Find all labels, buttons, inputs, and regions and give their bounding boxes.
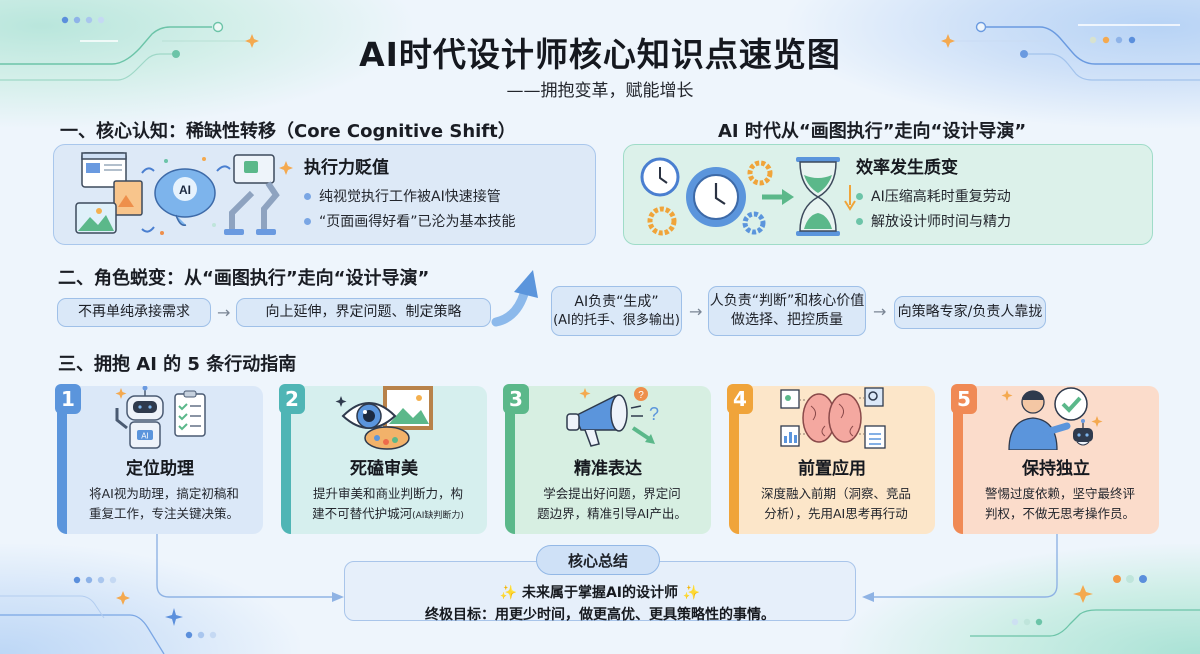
card-number: 3 — [503, 384, 529, 414]
card-number: 4 — [727, 384, 753, 414]
flow-arrow-icon: → — [217, 303, 231, 322]
flow-step-1: 不再单纯承接需求 — [57, 298, 211, 327]
action-card-3: 3 ? ? 精准表达 学会提出好问题，界定问题边界，精准引导AI产出。 — [503, 384, 711, 534]
panel-title: 执行力贬值 — [304, 158, 389, 178]
page-title: AI时代设计师核心知识点速览图 — [359, 35, 841, 74]
action-card-4: 4 前置应用 深度融入前期（洞察、竞品分析），先用AI思考再行动 — [727, 384, 935, 534]
svg-text:AI: AI — [141, 432, 149, 441]
ai-brain-robot-arm-icon: AI — [54, 145, 304, 244]
card-title: 定位助理 — [126, 459, 194, 479]
summary-headline: ✨ 未来属于掌握AI的设计师 ✨ — [499, 585, 701, 601]
flow-arrow-icon: → — [873, 302, 887, 321]
summary-tag: 核心总结 — [536, 545, 660, 575]
panel-title: 效率发生质变 — [856, 158, 958, 178]
section1-heading: 一、核心认知：稀缺性转移（Core Cognitive Shift） — [60, 121, 516, 142]
section2-heading: 二、角色蜕变：从“画图执行”走向“设计导演” — [58, 268, 430, 289]
clock-gears-hourglass-icon — [624, 145, 856, 244]
flow-step-5: 向策略专家/负责人靠拢 — [894, 296, 1046, 329]
panel-bullet: 纯视觉执行工作被AI快速接管 — [304, 186, 595, 206]
card-title: 前置应用 — [798, 459, 866, 479]
sparkle-icon: ✨ — [682, 585, 701, 601]
action-card-5: 5 保持独立 警惕过度依赖，坚守最终评判权，不做无思考操作员。 — [951, 384, 1159, 534]
panel-bullet: “页面画得好看”已沦为基本技能 — [304, 211, 595, 231]
card-description: 深度融入前期（洞察、竞品分析），先用AI思考再行动 — [760, 486, 911, 521]
bullet-dot-icon — [304, 192, 311, 200]
svg-text:?: ? — [638, 390, 644, 401]
flow-arrow-icon: → — [689, 302, 703, 321]
card-description: 学会提出好问题，界定问题边界，精准引导AI产出。 — [537, 486, 687, 521]
bullet-dot-icon — [856, 217, 863, 225]
flow-step-3: AI负责“生成”(AI的托手、很多输出) — [551, 286, 682, 336]
megaphone-icon: ? ? — [566, 387, 659, 447]
flow-step-2: 向上延伸，界定问题、制定策略 — [236, 298, 491, 327]
bullet-dot-icon — [304, 217, 311, 225]
svg-text:?: ? — [649, 404, 659, 424]
execution-devaluation-panel: AI 执行力贬值 纯视觉执行工作被AI快速接管 “页面画得好看”已沦为基本技能 — [53, 144, 596, 245]
panel-bullet: 解放设计师时间与精力 — [856, 211, 1152, 231]
card-title: 精准表达 — [574, 459, 642, 479]
person-checkmark-icon — [1001, 387, 1103, 450]
flow-step-4: 人负责“判断”和核心价值做选择、把控质量 — [708, 286, 866, 336]
section1-right-heading: AI 时代从“画图执行”走向“设计导演” — [718, 121, 1027, 142]
bullet-dot-icon — [856, 192, 863, 200]
card-description: 将AI视为助理，搞定初稿和重复工作，专注关键决策。 — [88, 486, 239, 521]
robot-clipboard-icon: AI — [115, 386, 206, 449]
card-description: 提升审美和商业判断力，构建不可替代护城河(AI缺判断力) — [312, 486, 464, 521]
page-subtitle: ——拥抱变革，赋能增长 — [506, 81, 694, 101]
card-number: 2 — [279, 384, 305, 414]
card-number: 5 — [951, 384, 977, 414]
panel-bullet: AI压缩高耗时重复劳动 — [856, 186, 1152, 206]
card-title: 死磕审美 — [350, 459, 418, 479]
eye-palette-icon — [335, 386, 433, 450]
svg-text:AI: AI — [179, 183, 191, 197]
card-title: 保持独立 — [1022, 459, 1090, 479]
sparkle-icon: ✨ — [499, 585, 518, 601]
action-card-2: 2 死磕审美 提升审美和商业判断力，构建不可替代护城河(AI缺判断力) — [279, 384, 487, 534]
action-card-1: 1 AI 定位助理 将AI视为助理，搞定初稿和重复工作，专注关键决策。 — [55, 384, 263, 534]
decor-bottom-right — [840, 544, 1200, 654]
summary-goal: 终极目标：用更少时间，做更高优、更具策略性的事情。 — [425, 607, 775, 623]
section3-heading: 三、拥抱 AI 的 5 条行动指南 — [58, 354, 297, 375]
decor-bottom-left — [0, 544, 300, 654]
brain-research-icon — [780, 387, 886, 449]
efficiency-change-panel: 效率发生质变 AI压缩高耗时重复劳动 解放设计师时间与精力 — [623, 144, 1153, 245]
card-number: 1 — [55, 384, 81, 414]
card-description: 警惕过度依赖，坚守最终评判权，不做无思考操作员。 — [984, 486, 1135, 521]
